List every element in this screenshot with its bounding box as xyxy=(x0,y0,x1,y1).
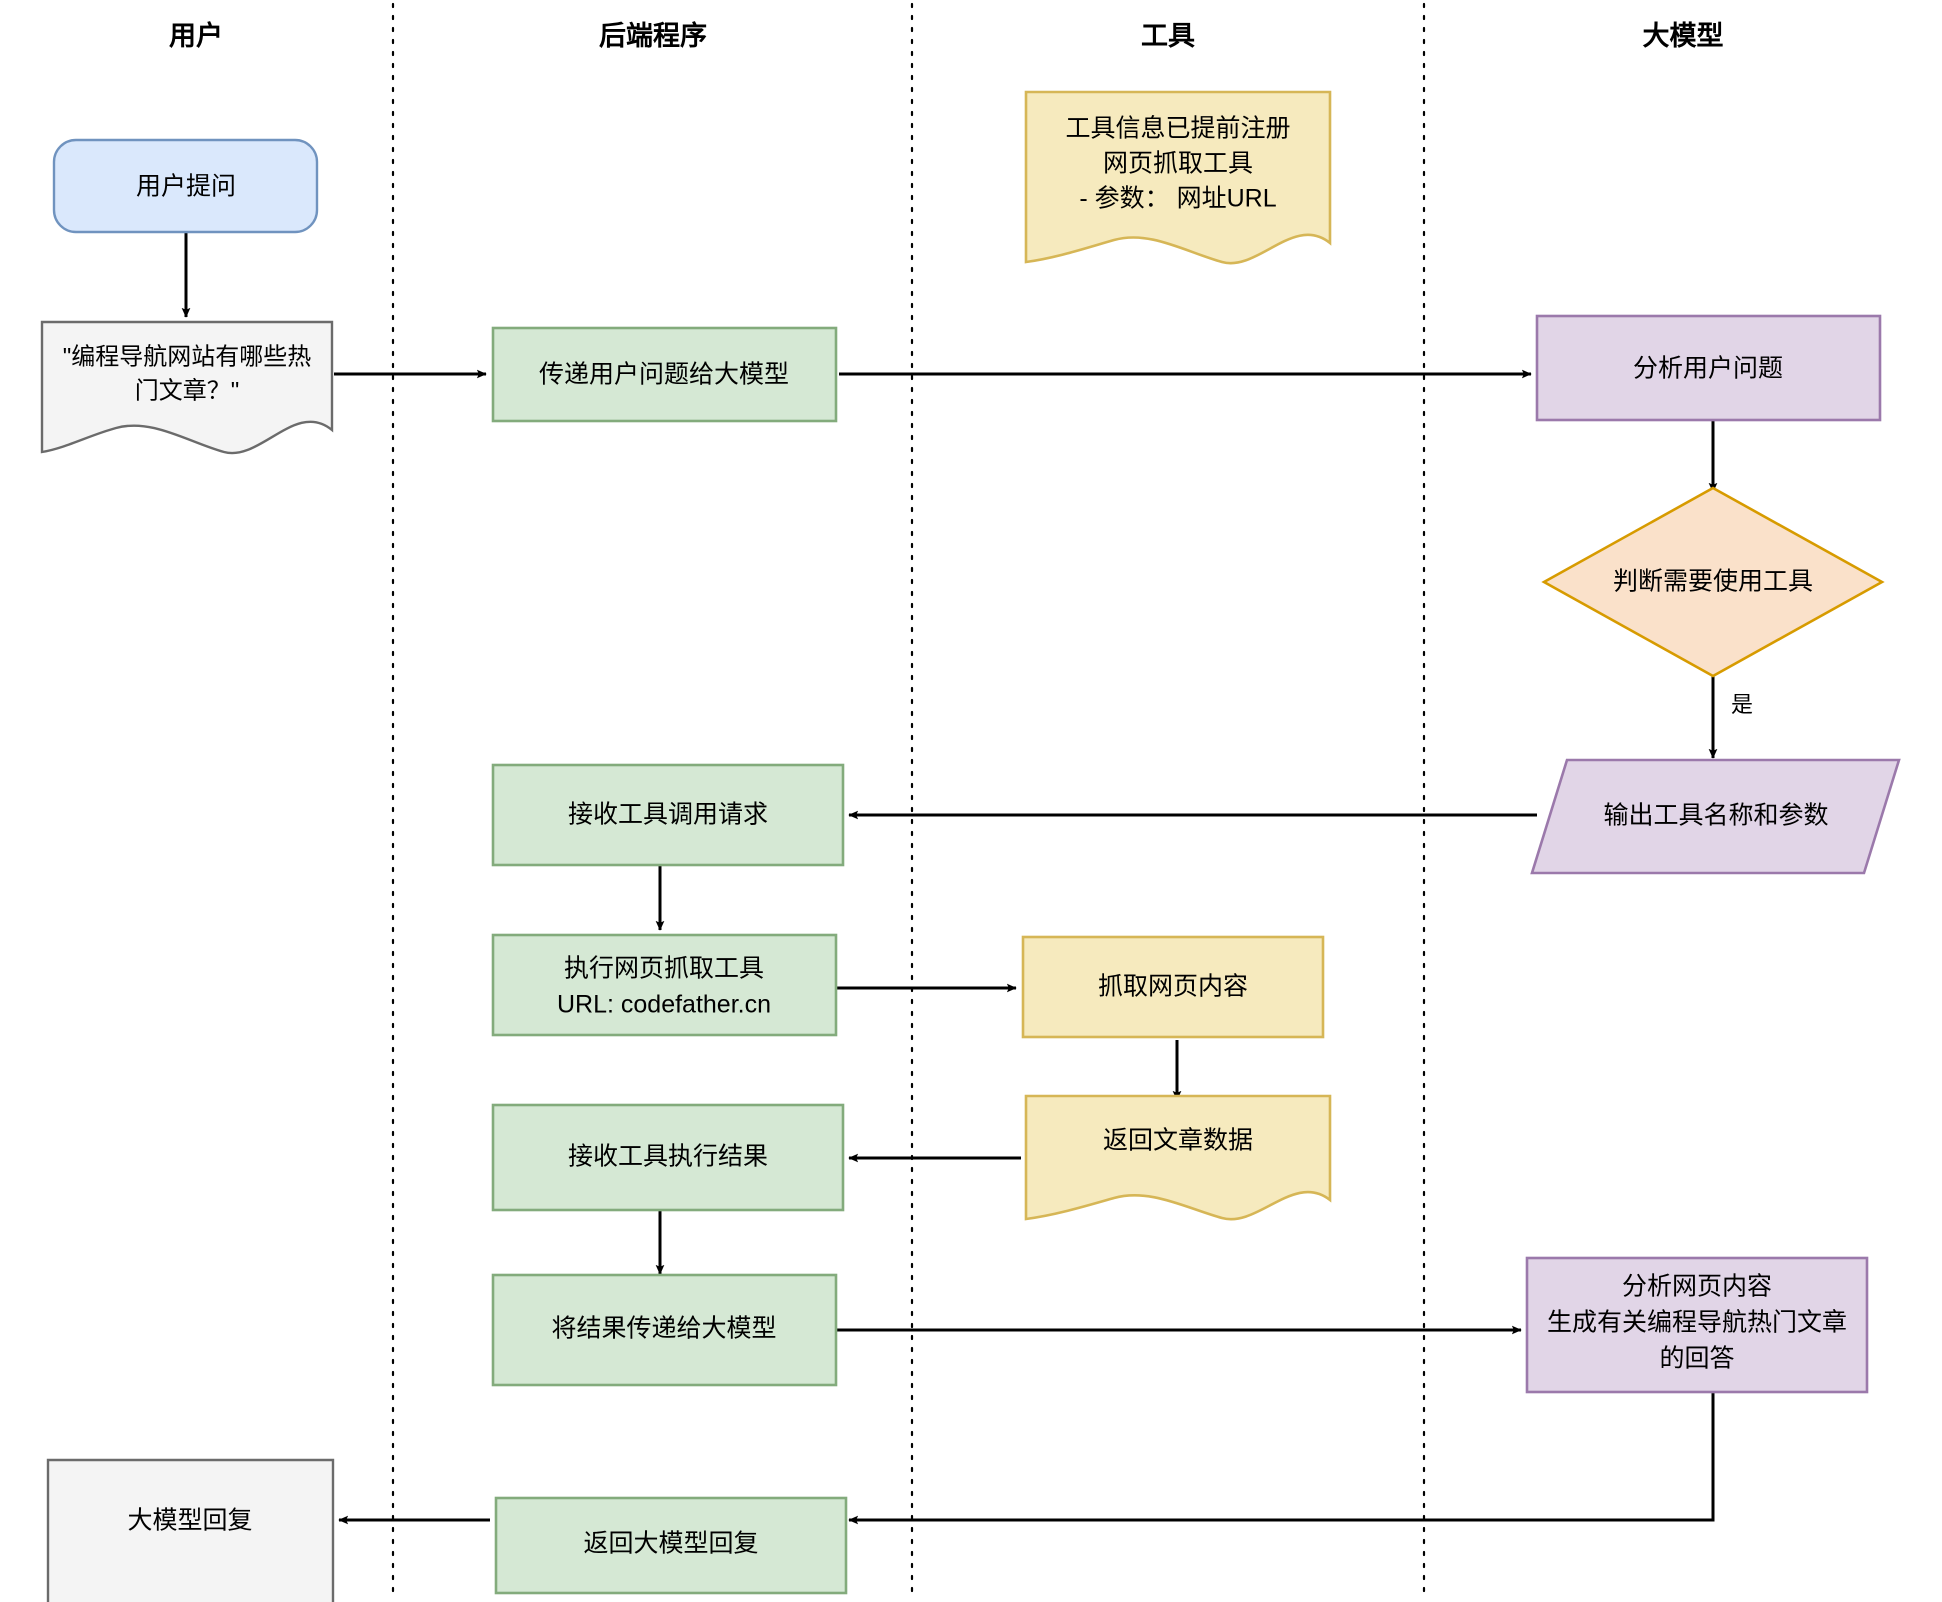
node-user-ask-shape xyxy=(52,138,319,234)
node-fetch-page[interactable]: 抓取网页内容 xyxy=(1021,935,1325,1039)
lane-title-backend: 后端程序 xyxy=(599,20,707,51)
node-analyze-page-line1: 分析网页内容 xyxy=(1622,1273,1772,1301)
node-recv-tool-result-shape xyxy=(491,1103,845,1212)
node-user-ask-label: 用户提问 xyxy=(136,173,236,201)
node-model-reply-label: 大模型回复 xyxy=(127,1507,252,1535)
node-tool-registered-line1: 工具信息已提前注册 xyxy=(1065,115,1290,143)
node-return-articles-label: 返回文章数据 xyxy=(1103,1127,1253,1155)
node-return-reply-label: 返回大模型回复 xyxy=(583,1530,758,1558)
node-pass-result-label: 将结果传递给大模型 xyxy=(551,1315,776,1343)
node-recv-tool-call[interactable]: 接收工具调用请求 xyxy=(491,763,845,867)
node-analyze-question-label: 分析用户问题 xyxy=(1633,355,1783,383)
node-tool-registered-shape xyxy=(1024,90,1332,265)
node-exec-tool-line2: URL: codefather.cn xyxy=(557,991,771,1019)
node-analyze-page-shape xyxy=(1525,1256,1869,1394)
node-return-reply-shape xyxy=(494,1496,848,1595)
node-exec-tool-line1: 执行网页抓取工具 xyxy=(564,955,764,983)
node-exec-tool-shape xyxy=(491,933,838,1037)
node-pass-question-label: 传递用户问题给大模型 xyxy=(539,361,789,389)
node-pass-question[interactable]: 传递用户问题给大模型 xyxy=(491,326,838,423)
node-need-tool-decision[interactable]: 判断需要使用工具 xyxy=(1541,486,1885,678)
node-model-reply-shape xyxy=(46,1458,335,1602)
node-user-ask[interactable]: 用户提问 xyxy=(52,138,319,234)
node-exec-tool[interactable]: 执行网页抓取工具 URL: codefather.cn xyxy=(491,933,838,1037)
node-user-question[interactable]: "编程导航网站有哪些热 门文章？" xyxy=(40,320,334,455)
node-recv-tool-call-shape xyxy=(491,763,845,867)
node-tool-registered-line2: 网页抓取工具 xyxy=(1103,150,1253,178)
node-tool-registered-line3: - 参数： 网址URL xyxy=(1079,185,1276,213)
node-pass-question-shape xyxy=(491,326,838,423)
node-need-tool-label: 判断需要使用工具 xyxy=(1613,568,1813,596)
node-tool-registered[interactable]: 工具信息已提前注册 网页抓取工具 - 参数： 网址URL xyxy=(1024,90,1332,265)
node-user-question-shape xyxy=(40,320,334,455)
lane-title-model: 大模型 xyxy=(1643,21,1724,51)
node-fetch-page-shape xyxy=(1021,935,1325,1039)
node-pass-result[interactable]: 将结果传递给大模型 xyxy=(491,1273,838,1387)
node-analyze-page-line2: 生成有关编程导航热门文章 xyxy=(1547,1309,1847,1337)
node-analyze-question-shape xyxy=(1535,314,1882,422)
node-analyze-page-line3: 的回答 xyxy=(1659,1345,1734,1373)
node-fetch-page-label: 抓取网页内容 xyxy=(1098,973,1248,1001)
node-analyze-question[interactable]: 分析用户问题 xyxy=(1535,314,1882,422)
node-return-reply[interactable]: 返回大模型回复 xyxy=(494,1496,848,1595)
node-return-articles[interactable]: 返回文章数据 xyxy=(1024,1094,1332,1221)
node-return-articles-shape xyxy=(1024,1094,1332,1221)
node-need-tool-shape xyxy=(1541,486,1885,678)
lane-title-user: 用户 xyxy=(169,20,223,51)
node-output-tool-params[interactable]: 输出工具名称和参数 xyxy=(1530,758,1901,875)
node-output-tool-params-shape xyxy=(1530,758,1901,875)
node-output-tool-params-label: 输出工具名称和参数 xyxy=(1603,802,1828,830)
node-user-question-line2: 门文章？" xyxy=(135,377,240,404)
node-model-reply[interactable]: 大模型回复 xyxy=(46,1458,335,1602)
node-recv-tool-call-label: 接收工具调用请求 xyxy=(568,801,768,829)
edge-label-yes: 是 xyxy=(1731,692,1753,717)
lane-title-tool: 工具 xyxy=(1141,21,1195,51)
node-user-question-line1: "编程导航网站有哪些热 xyxy=(63,343,312,370)
node-pass-result-shape xyxy=(491,1273,838,1387)
node-recv-tool-result-label: 接收工具执行结果 xyxy=(568,1143,768,1171)
edge-analyze-page-to-return-reply xyxy=(848,1392,1715,1525)
node-analyze-page[interactable]: 分析网页内容 生成有关编程导航热门文章 的回答 xyxy=(1525,1256,1869,1394)
node-recv-tool-result[interactable]: 接收工具执行结果 xyxy=(491,1103,845,1212)
